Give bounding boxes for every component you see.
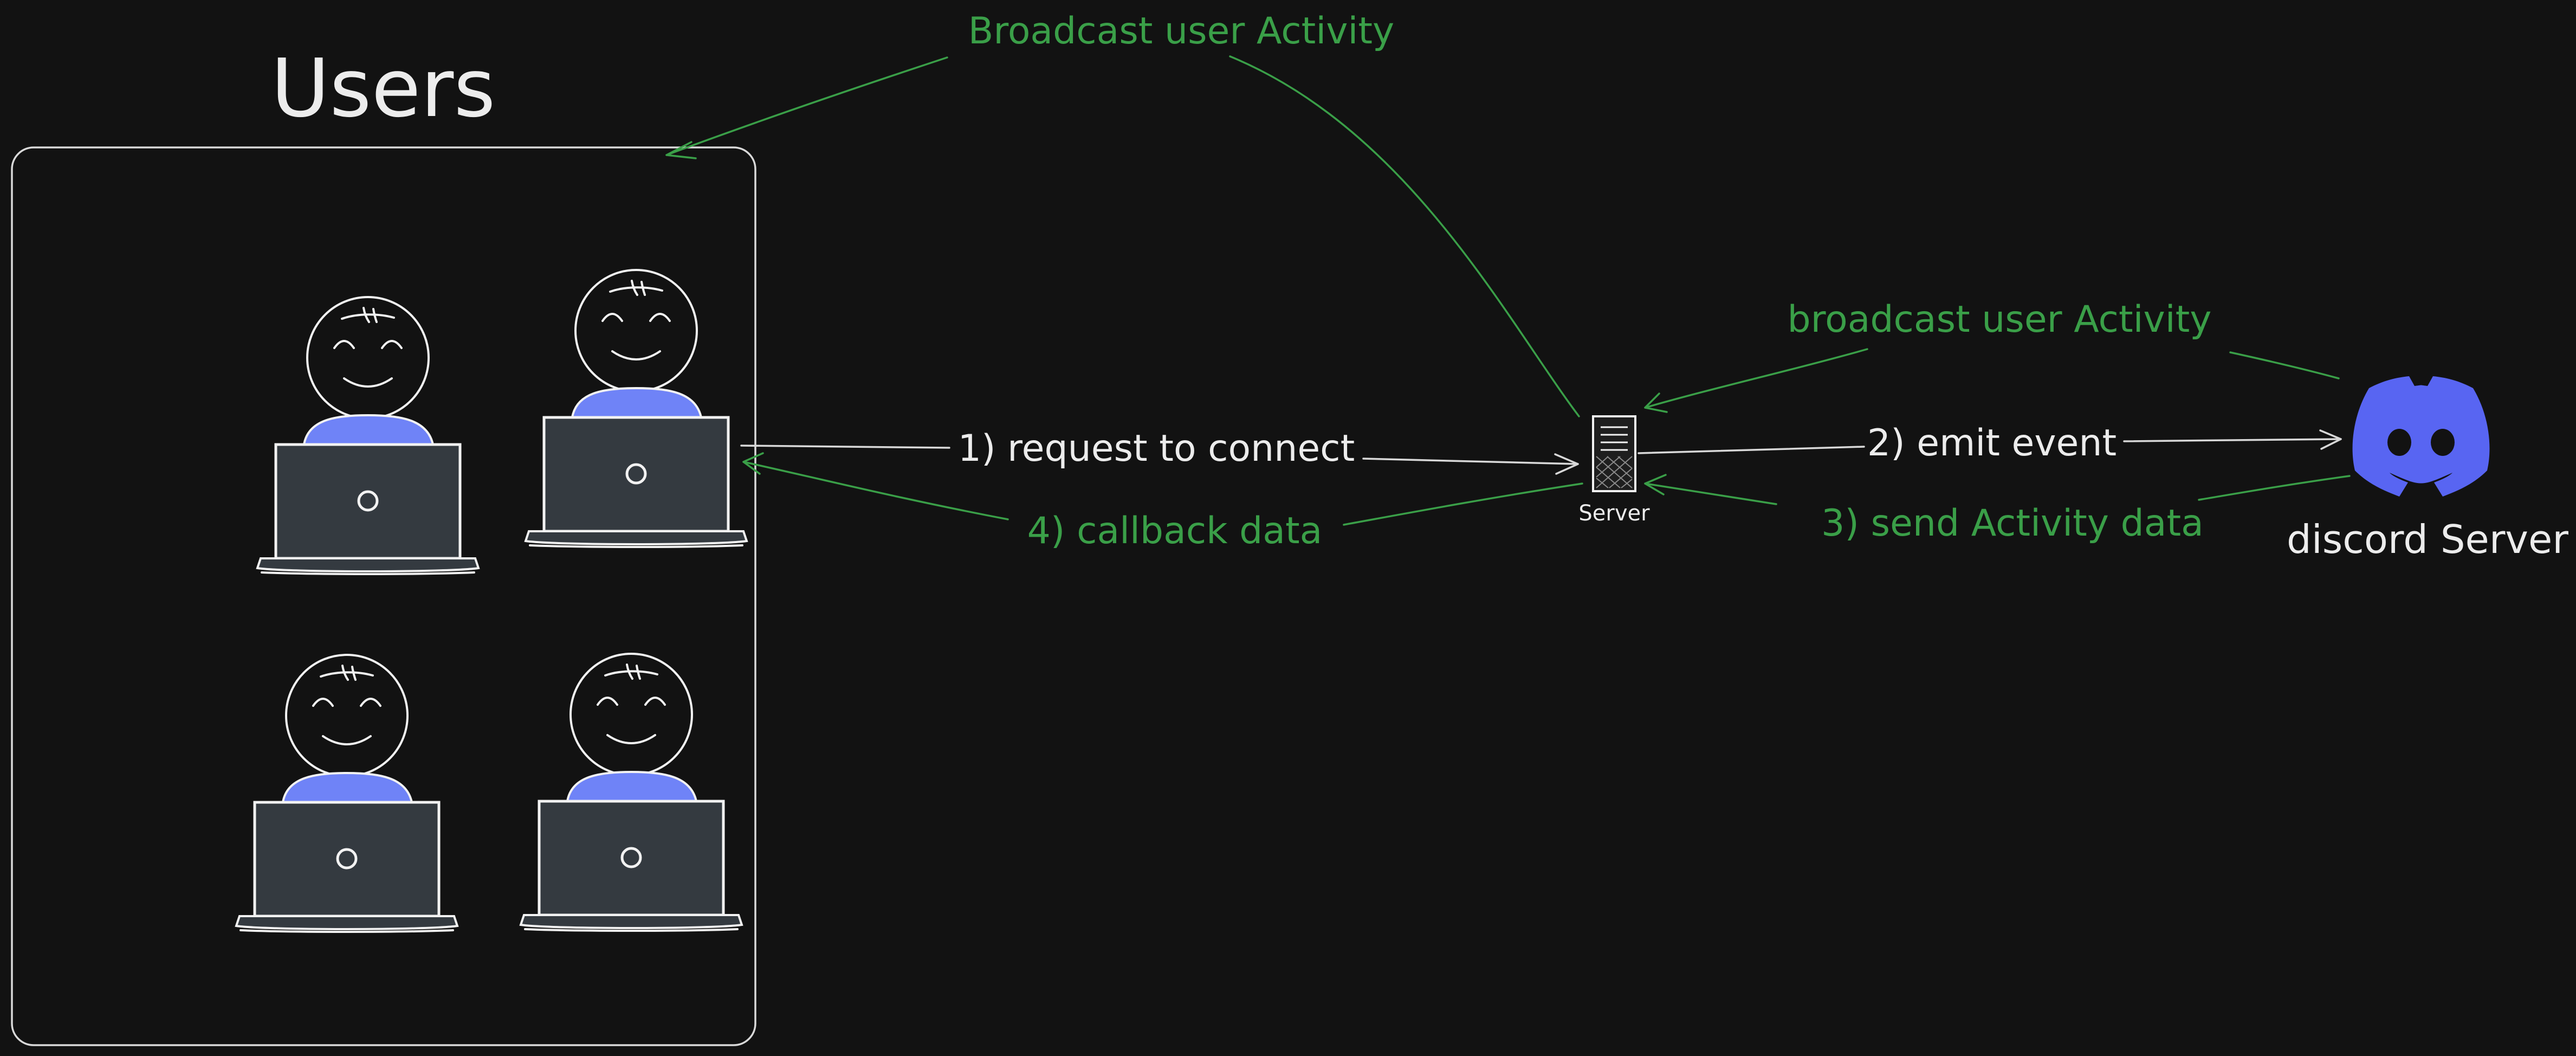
users-title: Users	[271, 42, 495, 135]
user-with-laptop-3	[236, 655, 457, 932]
edge-label-broadcast-right: broadcast user Activity	[1787, 298, 2211, 341]
server-label: Server	[1578, 501, 1650, 526]
edge-send-activity	[1644, 474, 2351, 505]
server-tower-icon	[1592, 415, 1636, 492]
edge-broadcast-right	[1644, 348, 2340, 413]
edge-broadcast-top	[665, 55, 1580, 417]
edge-label-send-activity: 3) send Activity data	[1821, 502, 2204, 545]
edge-label-emit: 2) emit event	[1867, 422, 2117, 465]
edge-callback-data	[742, 452, 1583, 526]
edge-emit-event	[1637, 429, 2342, 454]
user-with-laptop-2	[526, 270, 747, 547]
user-with-laptop-4	[521, 654, 742, 931]
edge-label-callback: 4) callback data	[1027, 510, 1323, 552]
user-with-laptop-1	[257, 297, 478, 574]
edge-label-broadcast-top: Broadcast user Activity	[968, 10, 1395, 53]
discord-logo-icon	[2352, 376, 2490, 497]
users-frame	[11, 146, 756, 1046]
edge-label-request: 1) request to connect	[958, 427, 1355, 470]
discord-server-label: discord Server	[2287, 517, 2568, 562]
edge-request-to-connect	[740, 445, 1579, 475]
